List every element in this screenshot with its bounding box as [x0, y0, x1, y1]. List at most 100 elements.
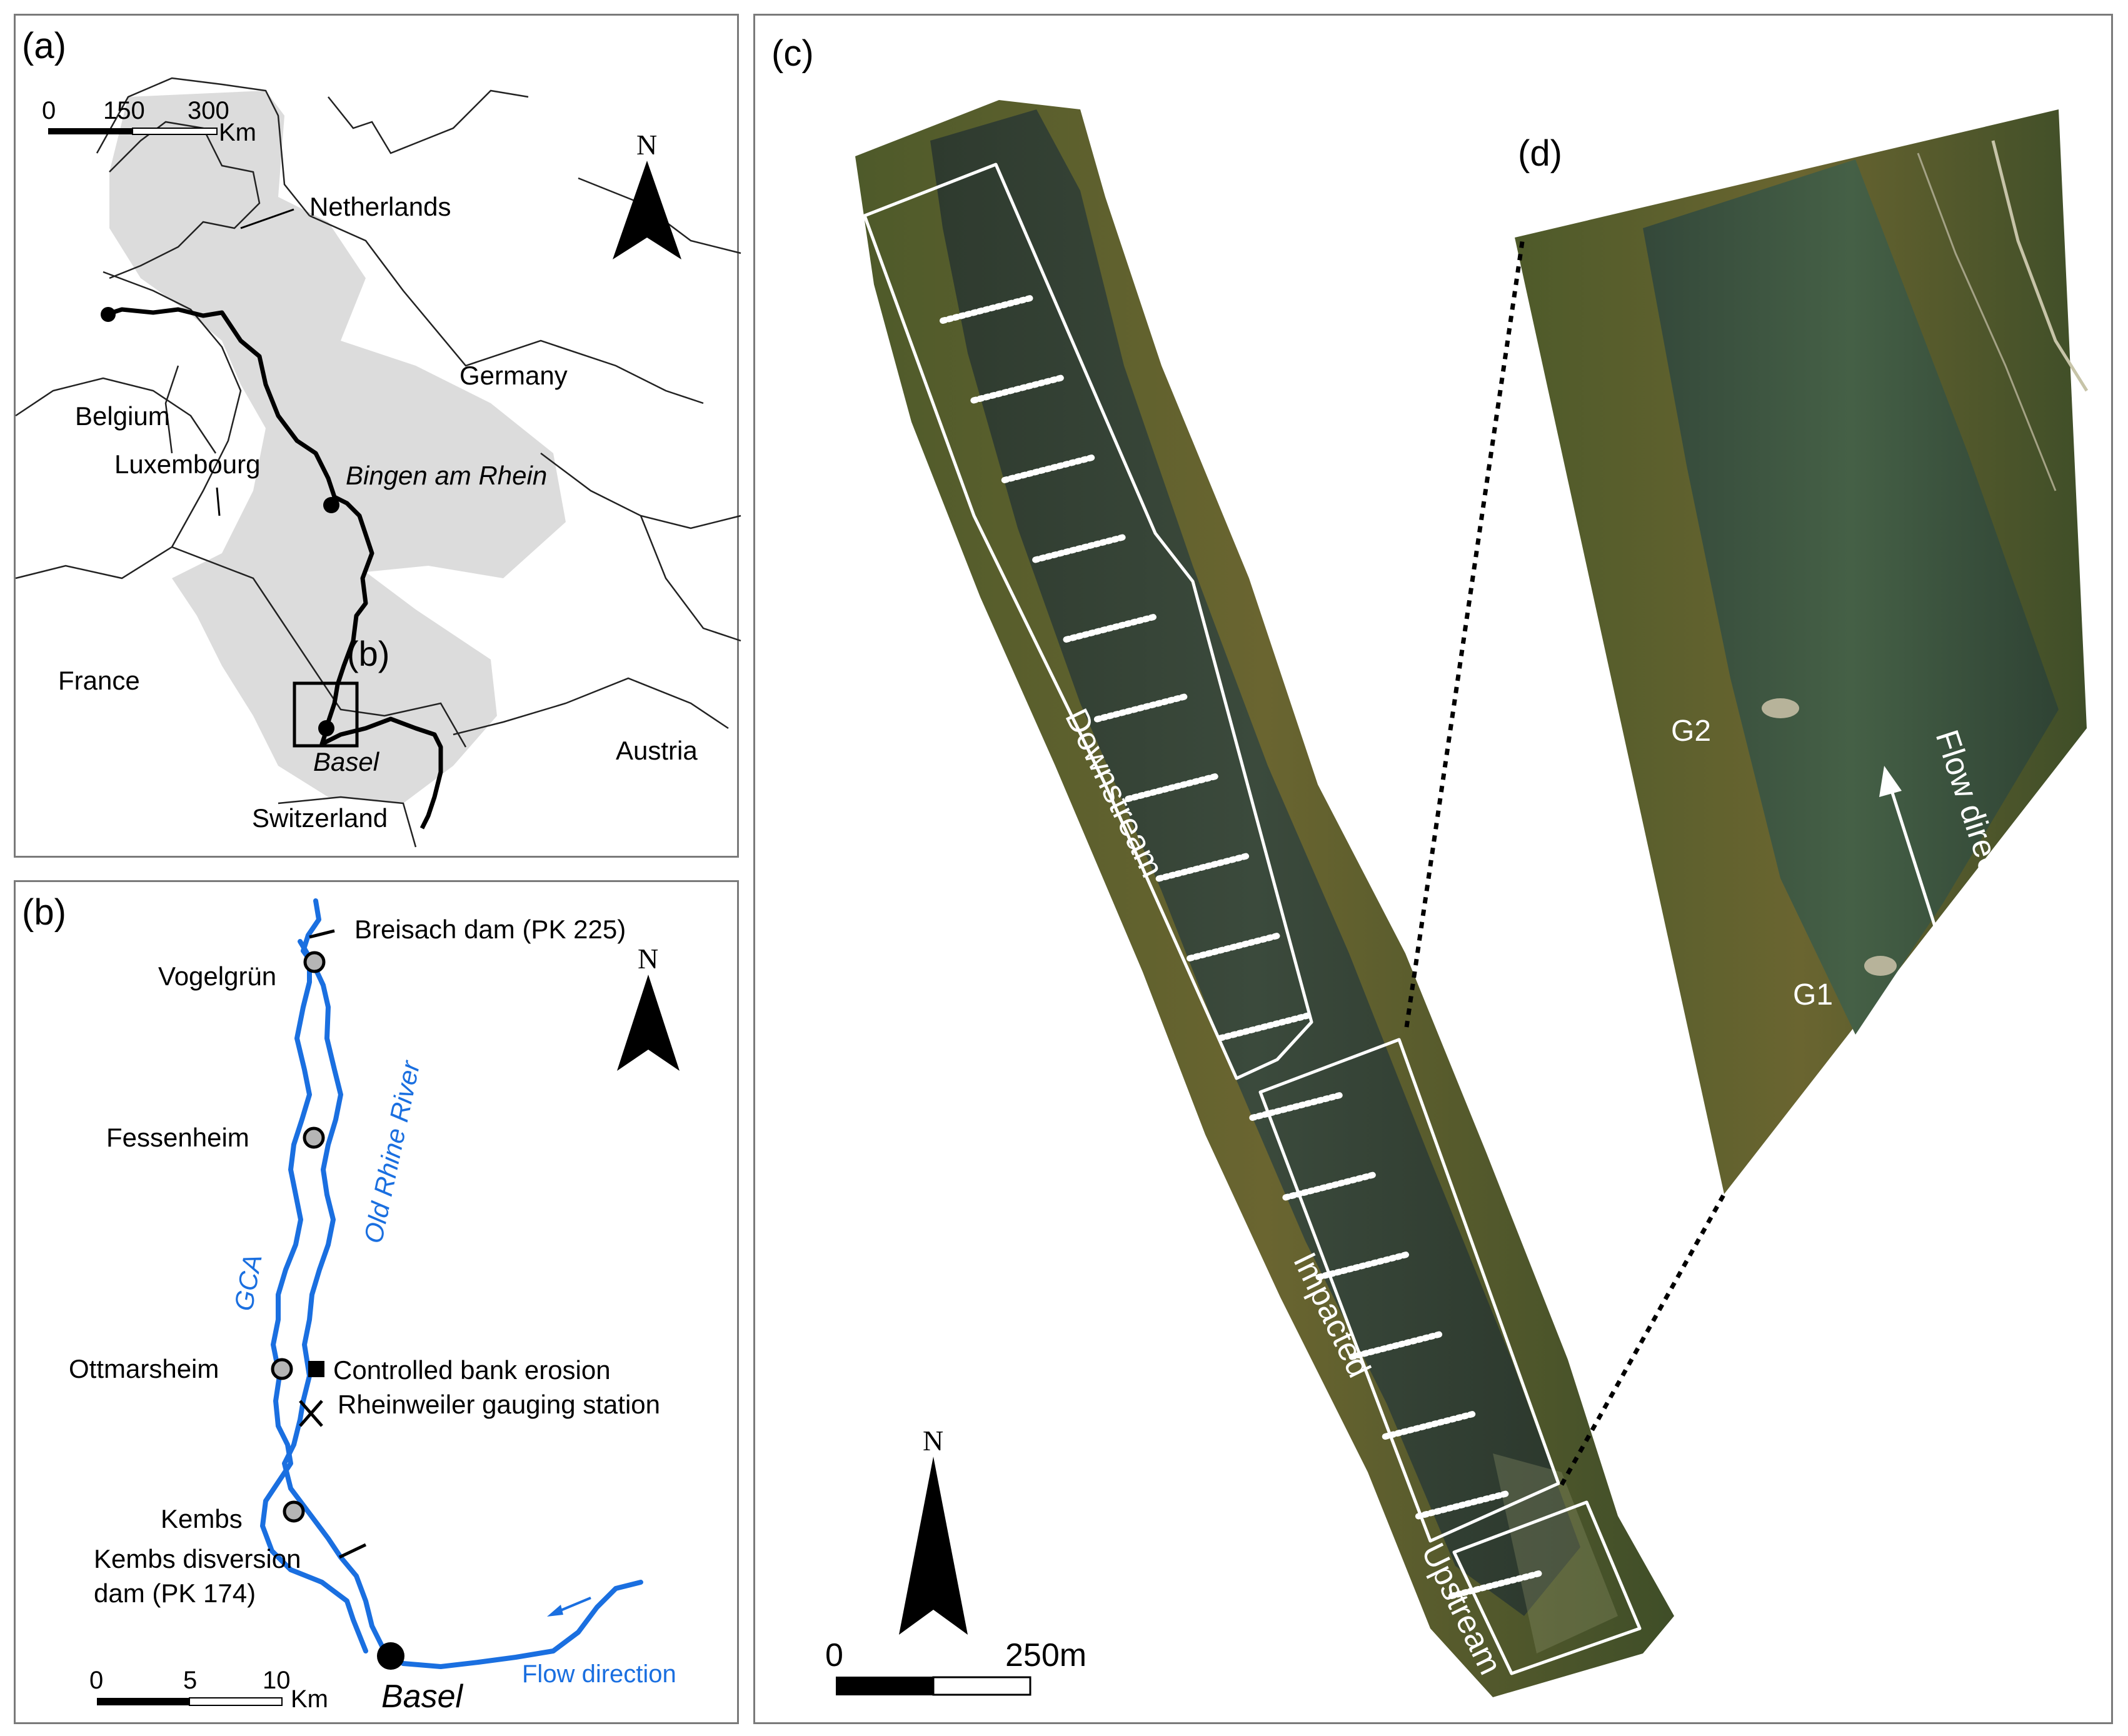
river-lines	[260, 898, 643, 1669]
aerial-inset-track	[1917, 153, 2057, 491]
impacted-reach-box[interactable]	[1258, 1038, 1560, 1543]
country-luxembourg: Luxembourg	[114, 449, 260, 479]
leader-line	[240, 208, 294, 229]
aerial-inset-road	[1991, 140, 2089, 392]
transect-line	[1282, 1172, 1377, 1201]
upstream-reach-box[interactable]	[1452, 1500, 1642, 1675]
groyne-g2	[1762, 698, 1799, 718]
border-line	[15, 377, 217, 454]
groyne-g1-label: G1	[1793, 978, 1833, 1011]
transect-group	[940, 295, 1542, 1599]
city-basel-label: Basel	[313, 747, 380, 776]
panel-c-label: (c)	[771, 33, 814, 74]
transect-line	[1093, 693, 1188, 723]
transect-line	[1382, 1411, 1476, 1440]
panel-d-label: (d)	[1518, 133, 1562, 174]
rhine-basin-area	[109, 91, 566, 803]
fessenheim-marker	[303, 1126, 325, 1149]
downstream-reach-box[interactable]	[863, 163, 1313, 1080]
leader-line	[216, 487, 221, 516]
inset-b-label: (b)	[347, 634, 389, 673]
panel-b-label: (b)	[22, 892, 66, 933]
north-arrow-icon	[617, 975, 680, 1071]
scale-bar-black	[836, 1677, 934, 1695]
transect-line	[1315, 1252, 1410, 1280]
scale-tick-300: 300	[188, 97, 229, 124]
inset-connector-top	[1404, 237, 1525, 1028]
aerial-photo-svg: (c) (d) Downstream Impacted Upstream N 0…	[771, 33, 2089, 1697]
gca-label: GCA	[229, 1252, 268, 1313]
scale-bar-black	[48, 128, 133, 134]
ottmarsheim-marker	[271, 1358, 293, 1380]
border-line	[309, 214, 704, 404]
panel-a-label: (a)	[22, 26, 66, 66]
transect-line	[1217, 1012, 1312, 1041]
city-bingen-label: Bingen am Rhein	[346, 461, 547, 490]
north-label: N	[636, 129, 657, 161]
aerial-inset-river	[1643, 159, 2059, 1035]
kembs-dam-label-2: dam (PK 174)	[94, 1578, 256, 1608]
river-schematic-svg: (b) Breisach dam (PK 225) Vogelgrün Fess…	[22, 892, 680, 1715]
flow-direction-arrow-icon	[1879, 766, 1902, 797]
transect-line	[1348, 1331, 1443, 1360]
scale-tick-0: 0	[42, 97, 56, 124]
ottmarsheim-label: Ottmarsheim	[69, 1354, 219, 1383]
north-arrow-icon	[899, 1457, 968, 1635]
scale-tick-10: 10	[263, 1667, 291, 1694]
scale-tick-5: 5	[183, 1667, 197, 1694]
transect-line	[1249, 1092, 1343, 1121]
scale-bar-white	[132, 128, 218, 135]
border-line	[15, 546, 173, 580]
country-austria: Austria	[616, 736, 698, 765]
scale-bar-white	[189, 1697, 283, 1706]
vogelgrun-label: Vogelgrün	[158, 961, 276, 991]
basel-marker	[377, 1642, 404, 1670]
aerial-strip-river	[930, 109, 1580, 1616]
scale-bar-white	[932, 1676, 1031, 1696]
scale-bar-black	[97, 1698, 189, 1705]
gauging-station-cross-icon	[299, 1400, 323, 1427]
inset-box-b[interactable]	[293, 681, 359, 748]
old-rhine-river-line	[282, 898, 643, 1669]
inset-connector-bottom	[1559, 1193, 1727, 1486]
border-line	[171, 546, 467, 748]
aerial-strip-highlight	[1493, 1453, 1618, 1653]
country-germany: Germany	[459, 361, 568, 390]
north-label: N	[638, 943, 658, 975]
city-marker-rotterdam	[101, 307, 116, 322]
scale-tick-250m: 250m	[1005, 1637, 1087, 1673]
city-marker-bingen	[323, 497, 339, 513]
transect-line	[1063, 614, 1157, 643]
groyne-g1	[1864, 956, 1897, 976]
vogelgrun-marker	[303, 951, 326, 973]
scale-tick-0: 0	[825, 1637, 843, 1673]
border-line	[164, 365, 179, 454]
transect-line	[1187, 933, 1280, 961]
transect-line	[1125, 773, 1219, 802]
breisach-dam-mark	[309, 929, 335, 939]
controlled-bank-erosion-marker	[308, 1361, 324, 1377]
country-france: France	[58, 666, 140, 695]
panel-c-aerial-view: (c) (d) Downstream Impacted Upstream N 0…	[753, 14, 2113, 1724]
breisach-dam-label: Breisach dam (PK 225)	[354, 915, 626, 944]
kembs-label: Kembs	[161, 1504, 243, 1533]
transect-line	[970, 374, 1065, 404]
country-belgium: Belgium	[75, 401, 170, 431]
country-switzerland: Switzerland	[252, 803, 388, 833]
kembs-dam-mark	[338, 1543, 367, 1559]
transect-line	[940, 295, 1033, 324]
rhine-river	[105, 307, 443, 830]
flow-direction-label: Flow direction	[522, 1660, 676, 1688]
grand-canal-alsace-line	[260, 939, 368, 1653]
transect-line	[1448, 1570, 1542, 1599]
border-line	[453, 677, 729, 736]
north-label: N	[923, 1425, 943, 1457]
basel-label: Basel	[381, 1678, 464, 1715]
transect-line	[1415, 1490, 1509, 1520]
transect-line	[1032, 534, 1127, 563]
panel-a-europe-map: (a) 0 150 300 Km N Netherlands Germany B…	[14, 14, 741, 858]
border-line	[103, 271, 242, 548]
border-line	[96, 77, 310, 216]
coastline	[109, 121, 261, 279]
fessenheim-label: Fessenheim	[106, 1123, 249, 1152]
